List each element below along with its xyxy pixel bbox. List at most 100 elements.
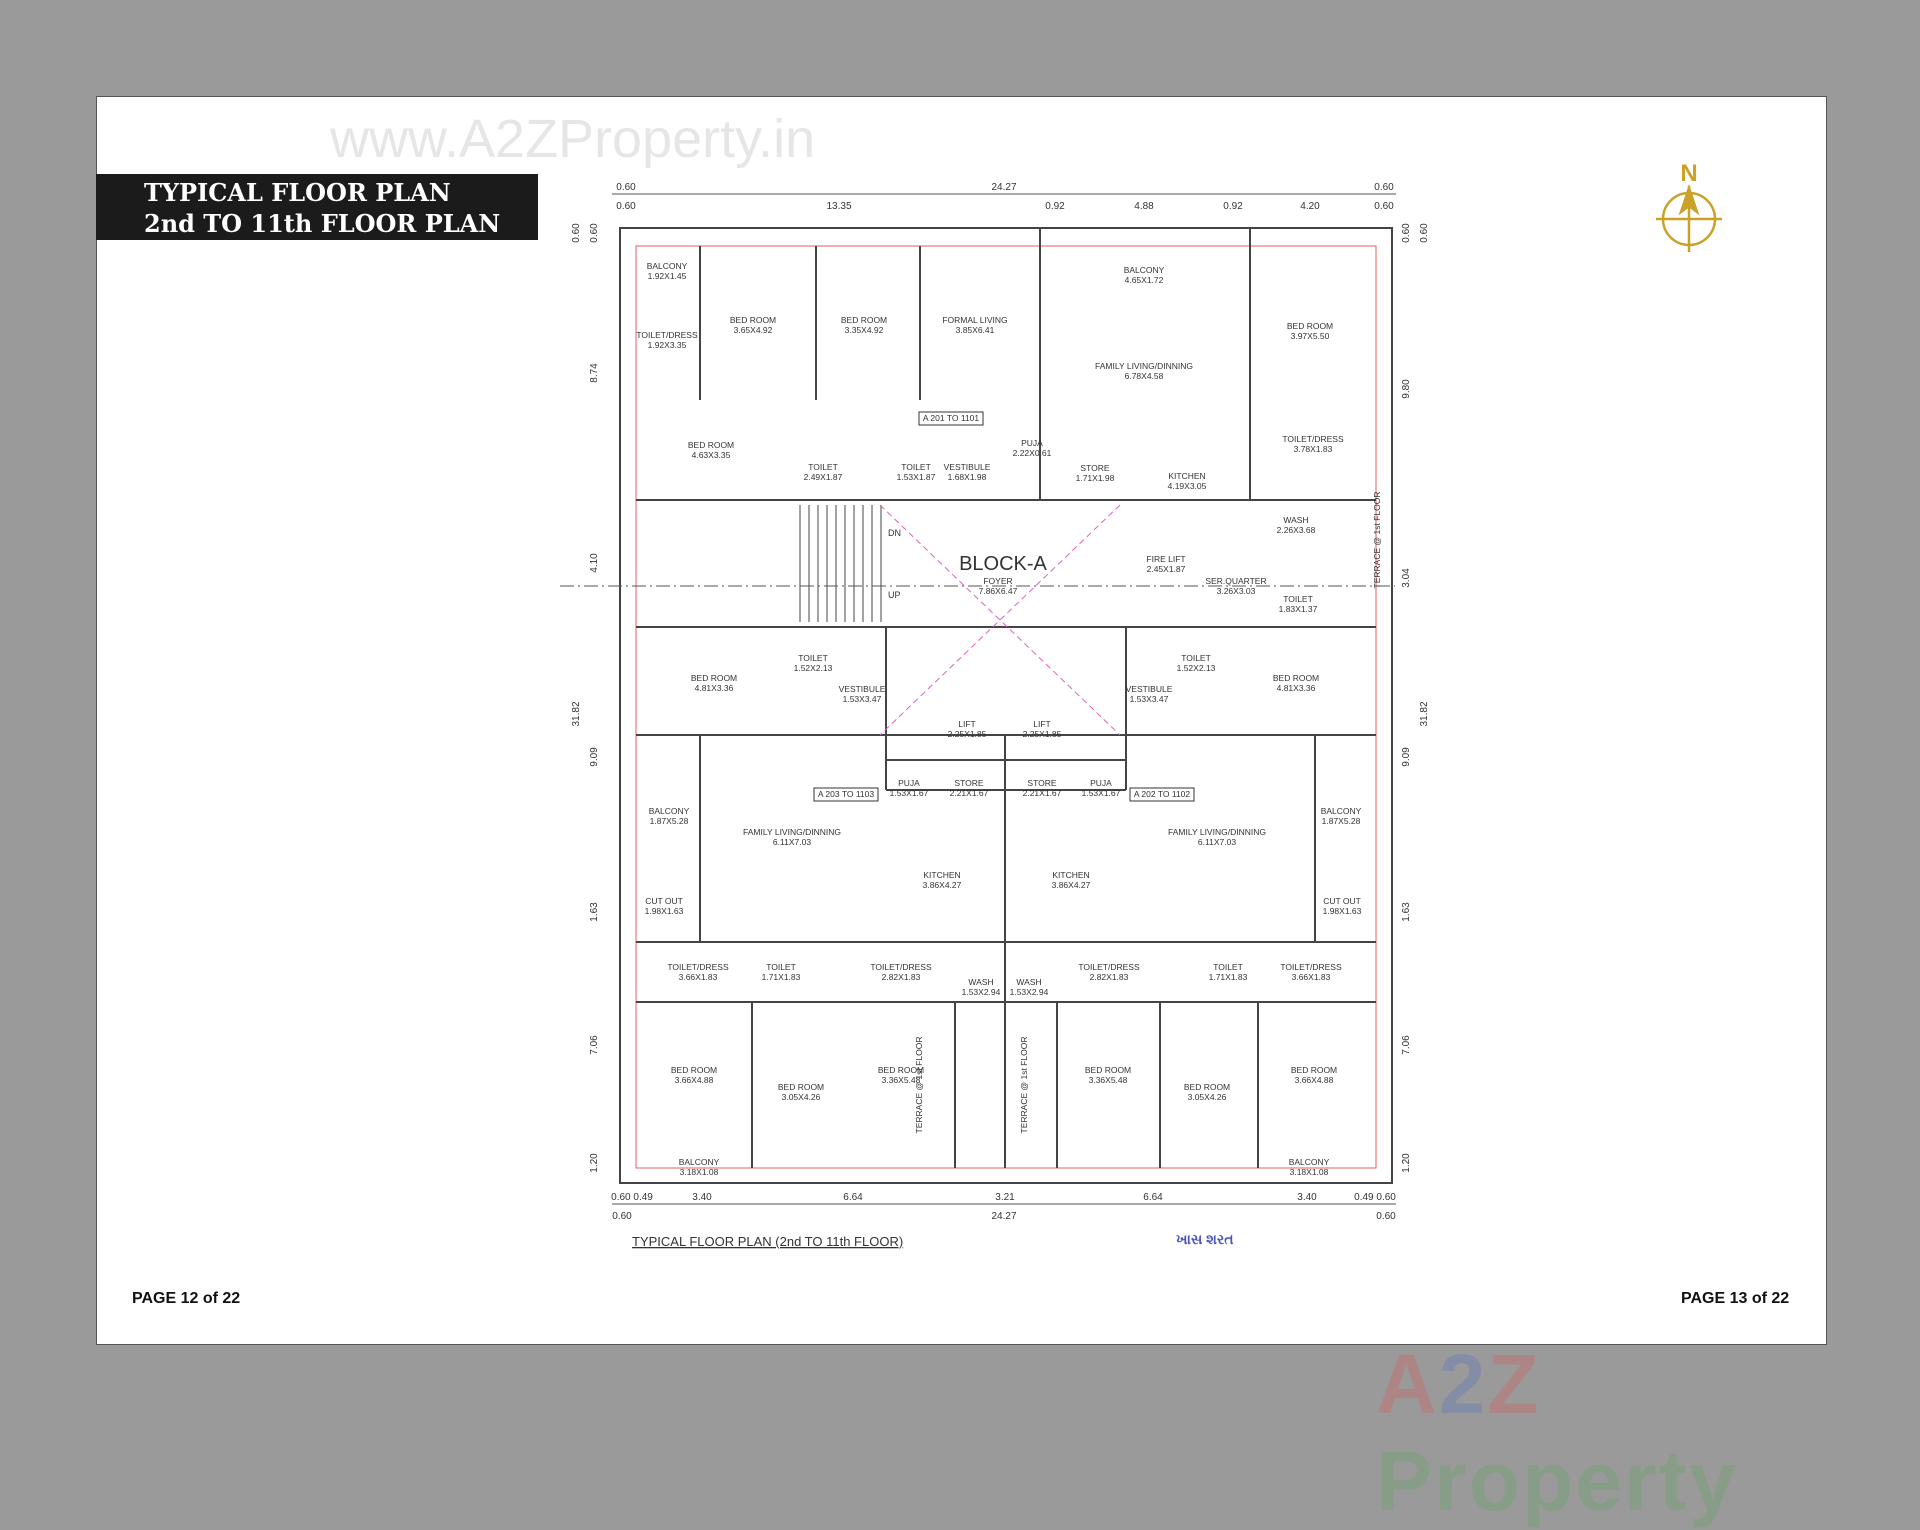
logo-word: Property (1376, 1434, 1738, 1528)
room-label-bed-room: BED ROOM (778, 1082, 824, 1092)
room-label-bed-room: BED ROOM (691, 673, 737, 683)
room-label-fire-lift: FIRE LIFT (1146, 554, 1185, 564)
dimension-top: 13.35 (826, 201, 851, 212)
room-size: 1.53X1.67 (1082, 788, 1121, 798)
room-label-toilet: TOILET (901, 462, 931, 472)
dimension-top: 0.60 (1374, 182, 1394, 193)
dimension-bottom: 3.40 (692, 1192, 712, 1203)
room-label-lift: LIFT (958, 719, 975, 729)
room-size: 4.63X3.35 (692, 450, 731, 460)
room-label-balcony: BALCONY (1289, 1157, 1330, 1167)
room-size: 1.53X3.47 (1130, 694, 1169, 704)
room-size: 3.78X1.83 (1294, 444, 1333, 454)
room-size: 1.83X1.37 (1279, 604, 1318, 614)
room-label-bed-room: BED ROOM (671, 1065, 717, 1075)
room-size: 2.49X1.87 (804, 472, 843, 482)
page-title: TYPICAL FLOOR PLAN 2nd TO 11th FLOOR PLA… (96, 174, 538, 240)
room-size: 2.26X3.68 (1277, 525, 1316, 535)
room-size: 2.82X1.83 (882, 972, 921, 982)
dimension-left: 1.20 (589, 1153, 600, 1173)
page-number-right: PAGE 13 of 22 (1681, 1290, 1790, 1307)
stair-up-label: UP (888, 590, 901, 600)
dimension-total-right: 31.82 (1419, 701, 1430, 726)
room-size: 1.52X2.13 (794, 663, 833, 673)
room-label-bed-room: BED ROOM (878, 1065, 924, 1075)
room-size: 2.21X1.67 (1023, 788, 1062, 798)
page-number-left: PAGE 12 of 22 (132, 1290, 241, 1307)
room-labels: BALCONY1.92X1.45TOILET/DRESS1.92X3.35BED… (571, 182, 1430, 1222)
floor-plan: N BALCONY1.92X1.45TOILET/DRESS1.92X3.35B… (560, 160, 1722, 1249)
room-size: 3.36X5.48 (882, 1075, 921, 1085)
dimension-bottom: 3.21 (995, 1192, 1015, 1203)
room-label-toilet-dress: TOILET/DRESS (1282, 434, 1344, 444)
foyer-void-line (879, 504, 1121, 736)
room-label-bed-room: BED ROOM (841, 315, 887, 325)
dimension-right: 9.09 (1401, 747, 1412, 767)
dimension-left: 0.60 (589, 223, 600, 243)
dimension-left: 8.74 (589, 363, 600, 383)
room-label-toilet-dress: TOILET/DRESS (636, 330, 698, 340)
room-size: 2.82X1.83 (1090, 972, 1129, 982)
unit-tag-box (1129, 787, 1195, 802)
room-size: 2.21X1.67 (950, 788, 989, 798)
room-size: 3.97X5.50 (1291, 331, 1330, 341)
room-label-bed-room: BED ROOM (1085, 1065, 1131, 1075)
room-size: 1.71X1.98 (1076, 473, 1115, 483)
room-size: 3.36X5.48 (1089, 1075, 1128, 1085)
room-size: 2.22X0.61 (1013, 448, 1052, 458)
dimension-top: 0.60 (616, 201, 636, 212)
room-label-kitchen: KITCHEN (1168, 471, 1205, 481)
compass-icon (1656, 184, 1722, 252)
room-label-toilet: TOILET (808, 462, 838, 472)
room-size: 1.52X2.13 (1177, 663, 1216, 673)
room-size: 3.66X4.88 (675, 1075, 714, 1085)
room-size: 3.65X4.92 (734, 325, 773, 335)
room-size: 4.81X3.36 (1277, 683, 1316, 693)
dimension-bottom: 6.64 (1143, 1192, 1163, 1203)
room-label-toilet: TOILET (1213, 962, 1243, 972)
room-label-vestibule: VESTIBULE (839, 684, 886, 694)
room-size: 3.26X3.03 (1217, 586, 1256, 596)
room-label-cut-out: CUT OUT (1323, 896, 1361, 906)
room-label-bed-room: BED ROOM (688, 440, 734, 450)
room-size: 1.53X1.87 (897, 472, 936, 482)
room-label-wash: WASH (1283, 515, 1308, 525)
compass-north-label: N (1680, 160, 1697, 187)
room-size: 3.85X6.41 (956, 325, 995, 335)
room-size: 2.45X1.87 (1147, 564, 1186, 574)
room-size: 3.66X4.88 (1295, 1075, 1334, 1085)
room-size: 3.35X4.92 (845, 325, 884, 335)
dimension-top: 4.88 (1134, 201, 1154, 212)
room-size: 3.86X4.27 (923, 880, 962, 890)
terrace-label: TERRACE @ 1st FLOOR (1019, 1037, 1029, 1134)
room-size: 1.53X2.94 (962, 987, 1001, 997)
dimension-bottom: 0.60 0.49 (611, 1192, 653, 1203)
dimension-left: 1.63 (589, 902, 600, 922)
room-label-kitchen: KITCHEN (1052, 870, 1089, 880)
unit-tag: A 201 TO 1101 (923, 413, 980, 423)
room-size: 1.92X1.45 (648, 271, 687, 281)
brochure-page (96, 96, 1827, 1345)
room-size: 1.53X3.47 (843, 694, 882, 704)
room-size: 1.87X5.28 (1322, 816, 1361, 826)
room-size: 3.18X1.08 (1290, 1167, 1329, 1177)
room-size: 2.25X1.85 (948, 729, 987, 739)
room-label-vestibule: VESTIBULE (944, 462, 991, 472)
room-size: 3.18X1.08 (680, 1167, 719, 1177)
room-size: 6.78X4.58 (1125, 371, 1164, 381)
room-label-toilet: TOILET (1181, 653, 1211, 663)
dimension-total-left: 31.82 (571, 701, 582, 726)
logo-letter-z: Z (1487, 1337, 1541, 1431)
room-label-balcony: BALCONY (1124, 265, 1165, 275)
dimension-right: 3.04 (1401, 568, 1412, 588)
room-label-vestibule: VESTIBULE (1126, 684, 1173, 694)
room-label-family-living-dinning: FAMILY LIVING/DINNING (743, 827, 841, 837)
room-label-puja: PUJA (898, 778, 920, 788)
dimension-top: 0.60 (616, 182, 636, 193)
room-size: 3.05X4.26 (782, 1092, 821, 1102)
room-label-bed-room: BED ROOM (730, 315, 776, 325)
dimension-left: 7.06 (589, 1035, 600, 1055)
watermark-text: www.A2ZProperty.in (330, 109, 816, 169)
room-size: 7.86X6.47 (979, 586, 1018, 596)
dimension-top: 24.27 (991, 182, 1016, 193)
